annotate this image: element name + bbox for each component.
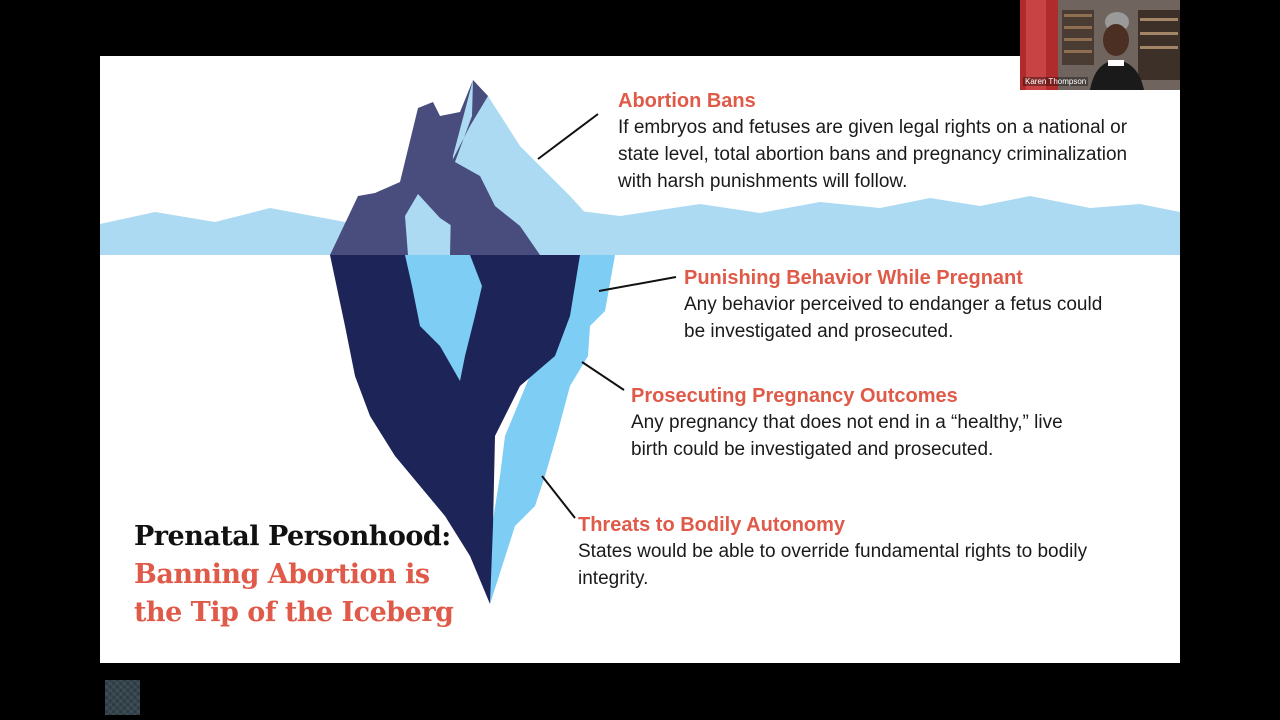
ocean-horizon [100, 196, 1180, 255]
section-prosecuting-outcomes: Prosecuting Pregnancy Outcomes Any pregn… [631, 383, 1101, 463]
section-abortion-bans: Abortion Bans If embryos and fetuses are… [618, 88, 1163, 195]
section-body: States would be able to override fundame… [578, 541, 1088, 589]
iceberg-tip-shadow [450, 80, 540, 255]
section-heading: Abortion Bans [618, 90, 756, 112]
callout-line-punishing-behavior [598, 276, 677, 292]
section-heading: Prosecuting Pregnancy Outcomes [631, 385, 958, 407]
section-bodily-autonomy: Threats to Bodily Autonomy States would … [578, 512, 1118, 592]
iceberg-illustration [100, 80, 1180, 604]
iceberg-underwater-bright [490, 255, 615, 604]
iceberg-underwater-crevice [405, 255, 482, 381]
participant-name-label: Karen Thompson [1023, 77, 1089, 86]
callout-line-abortion-bans [537, 113, 599, 160]
participant-video-image [1020, 0, 1180, 90]
slide-title: Prenatal Personhood: Banning Abortion is… [134, 518, 474, 632]
self-view-thumbnail[interactable] [105, 680, 140, 715]
participant-video-tile[interactable]: Karen Thompson [1020, 0, 1180, 90]
callout-line-prosecuting-outcomes [581, 361, 625, 391]
slide-title-line1: Prenatal Personhood: [134, 521, 451, 552]
iceberg-underwater-dark [330, 255, 580, 604]
section-body: If embryos and fetuses are given legal r… [618, 117, 1128, 192]
iceberg-tip-dark-face [330, 80, 473, 255]
section-body: Any pregnancy that does not end in a “he… [631, 412, 1063, 460]
callout-line-bodily-autonomy [541, 475, 576, 519]
section-heading: Punishing Behavior While Pregnant [684, 267, 1023, 289]
slide-title-line2: Banning Abortion is the Tip of the Icebe… [134, 559, 454, 628]
section-heading: Threats to Bodily Autonomy [578, 514, 846, 536]
section-punishing-behavior: Punishing Behavior While Pregnant Any be… [684, 265, 1124, 345]
presentation-slide: Abortion Bans If embryos and fetuses are… [100, 56, 1180, 663]
section-body: Any behavior perceived to endanger a fet… [684, 294, 1103, 342]
